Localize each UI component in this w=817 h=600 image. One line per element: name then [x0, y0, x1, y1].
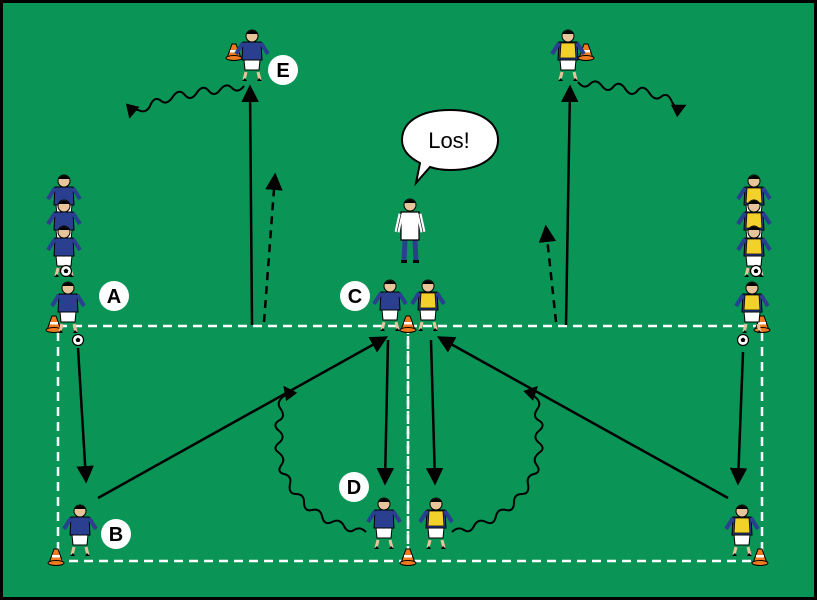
ball-icon	[71, 333, 85, 347]
pass-right-down	[729, 351, 748, 486]
run-up-right	[561, 84, 579, 326]
dribble-paths	[125, 80, 687, 533]
left-zone	[56, 324, 410, 563]
svg-text:E: E	[276, 60, 289, 82]
pass-c-to-d	[376, 339, 395, 486]
right-zone	[406, 324, 764, 563]
dashed-run-right	[538, 224, 558, 323]
dribble-right	[451, 386, 544, 533]
ball-icon	[59, 264, 73, 278]
svg-text:C: C	[348, 286, 362, 308]
ball-icon	[749, 264, 763, 278]
dribble-left	[274, 385, 367, 533]
movement-arrows	[76, 84, 748, 500]
dribble-top-left	[125, 84, 245, 119]
svg-text:A: A	[107, 286, 121, 308]
pass-a-to-b	[76, 347, 94, 484]
svg-text:D: D	[347, 477, 361, 499]
label-e: E	[268, 55, 298, 85]
speech-text: Los!	[428, 128, 470, 153]
dashed-runs	[262, 172, 558, 323]
svg-text:B: B	[109, 524, 123, 546]
dashed-run-left	[262, 172, 283, 323]
run-up-left	[241, 84, 259, 326]
label-b: B	[101, 519, 131, 549]
pass-yellow-c-to-d	[425, 339, 444, 486]
ball-icon	[736, 333, 750, 347]
pass-b-to-c	[97, 336, 389, 500]
pass-right-to-c	[436, 336, 729, 500]
label-d: D	[339, 472, 369, 502]
speech-bubble: Los!	[400, 108, 500, 187]
dribble-top-right	[577, 80, 687, 118]
label-a: A	[99, 281, 129, 311]
zone-lines	[56, 324, 764, 563]
label-c: C	[340, 281, 370, 311]
